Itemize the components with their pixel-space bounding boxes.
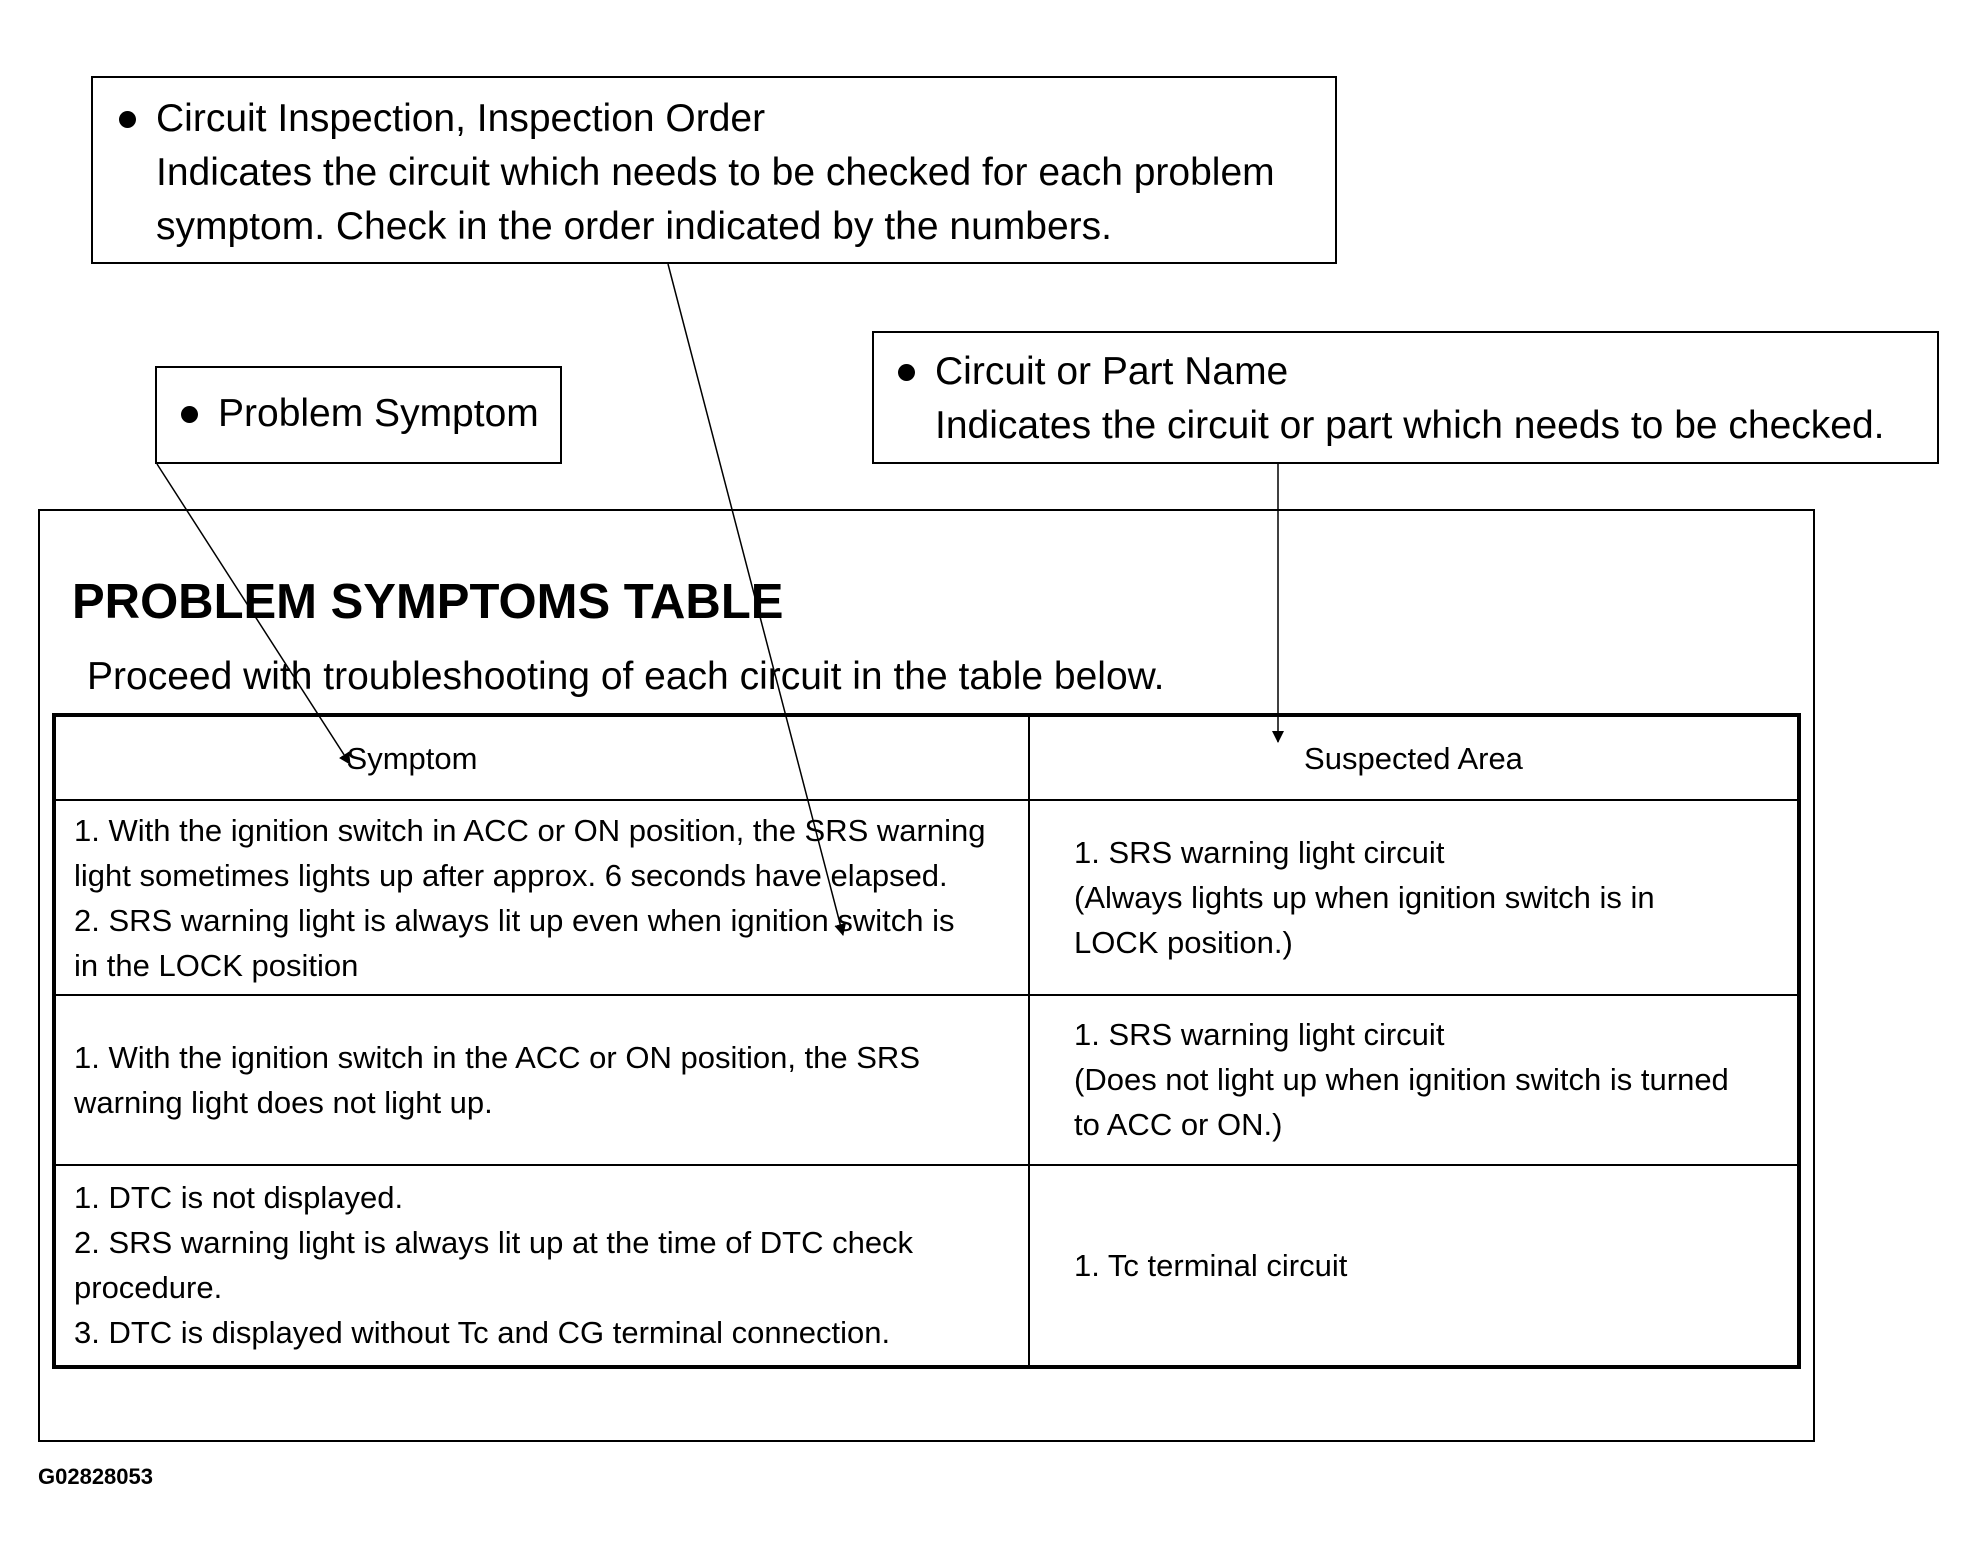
callout-circuit-inspection-title: Circuit Inspection, Inspection Order	[156, 97, 766, 140]
bullet-icon	[181, 405, 198, 423]
callout-circuit-inspection-description: Indicates the circuit which needs to be …	[156, 151, 1275, 248]
suspected-area-text: 1. SRS warning light circuit (Does not l…	[1074, 1017, 1729, 1143]
suspected-area-text: 1. SRS warning light circuit (Always lig…	[1074, 835, 1655, 961]
panel-title: PROBLEM SYMPTOMS TABLE	[72, 575, 784, 629]
bullet-icon	[898, 363, 915, 381]
panel-intro-text: Proceed with troubleshooting of each cir…	[87, 655, 1165, 698]
callout-problem-symptom-title: Problem Symptom	[218, 392, 539, 435]
symptom-cell: 1. With the ignition switch in ACC or ON…	[53, 798, 1030, 997]
suspected-area-cell: 1. Tc terminal circuit	[1028, 1163, 1800, 1369]
symptom-text: 1. With the ignition switch in the ACC o…	[74, 1039, 920, 1120]
suspected-area-cell: 1. SRS warning light circuit (Does not l…	[1028, 994, 1800, 1166]
callout-problem-symptom: Problem Symptom	[155, 366, 562, 464]
table-row: 1. With the ignition switch in ACC or ON…	[53, 798, 1800, 997]
column-header-symptom: Symptom	[53, 714, 1030, 801]
callout-problem-symptom-heading: Problem Symptom	[181, 387, 560, 441]
problem-symptoms-panel: PROBLEM SYMPTOMS TABLE Proceed with trou…	[38, 509, 1815, 1442]
table-row: 1. With the ignition switch in the ACC o…	[53, 994, 1800, 1166]
bullet-icon	[119, 110, 136, 128]
table-row: 1. DTC is not displayed. 2. SRS warning …	[53, 1163, 1800, 1369]
callout-circuit-part-name-description: Indicates the circuit or part which need…	[935, 404, 1885, 447]
table-header-row: Symptom Suspected Area	[53, 714, 1800, 801]
symptom-text: 1. With the ignition switch in ACC or ON…	[74, 812, 986, 983]
suspected-area-cell: 1. SRS warning light circuit (Always lig…	[1028, 798, 1800, 997]
problem-symptoms-table: Symptom Suspected Area 1. With the ignit…	[52, 713, 1801, 1369]
symptom-cell: 1. DTC is not displayed. 2. SRS warning …	[53, 1163, 1030, 1369]
column-header-symptom-label: Symptom	[346, 740, 478, 776]
suspected-area-text: 1. Tc terminal circuit	[1074, 1247, 1348, 1283]
figure-id: G02828053	[38, 1464, 153, 1489]
callout-circuit-part-name-title: Circuit or Part Name	[935, 350, 1289, 393]
callout-circuit-inspection-heading: Circuit Inspection, Inspection Order	[119, 92, 1335, 146]
column-header-suspected-area-label: Suspected Area	[1304, 740, 1523, 776]
callout-circuit-part-name-heading: Circuit or Part Name	[898, 345, 1937, 399]
symptom-cell: 1. With the ignition switch in the ACC o…	[53, 994, 1030, 1166]
symptom-text: 1. DTC is not displayed. 2. SRS warning …	[74, 1180, 914, 1351]
callout-circuit-part-name: Circuit or Part Name Indicates the circu…	[872, 331, 1939, 464]
column-header-suspected-area: Suspected Area	[1028, 714, 1800, 801]
callout-circuit-inspection: Circuit Inspection, Inspection Order Ind…	[91, 76, 1337, 264]
